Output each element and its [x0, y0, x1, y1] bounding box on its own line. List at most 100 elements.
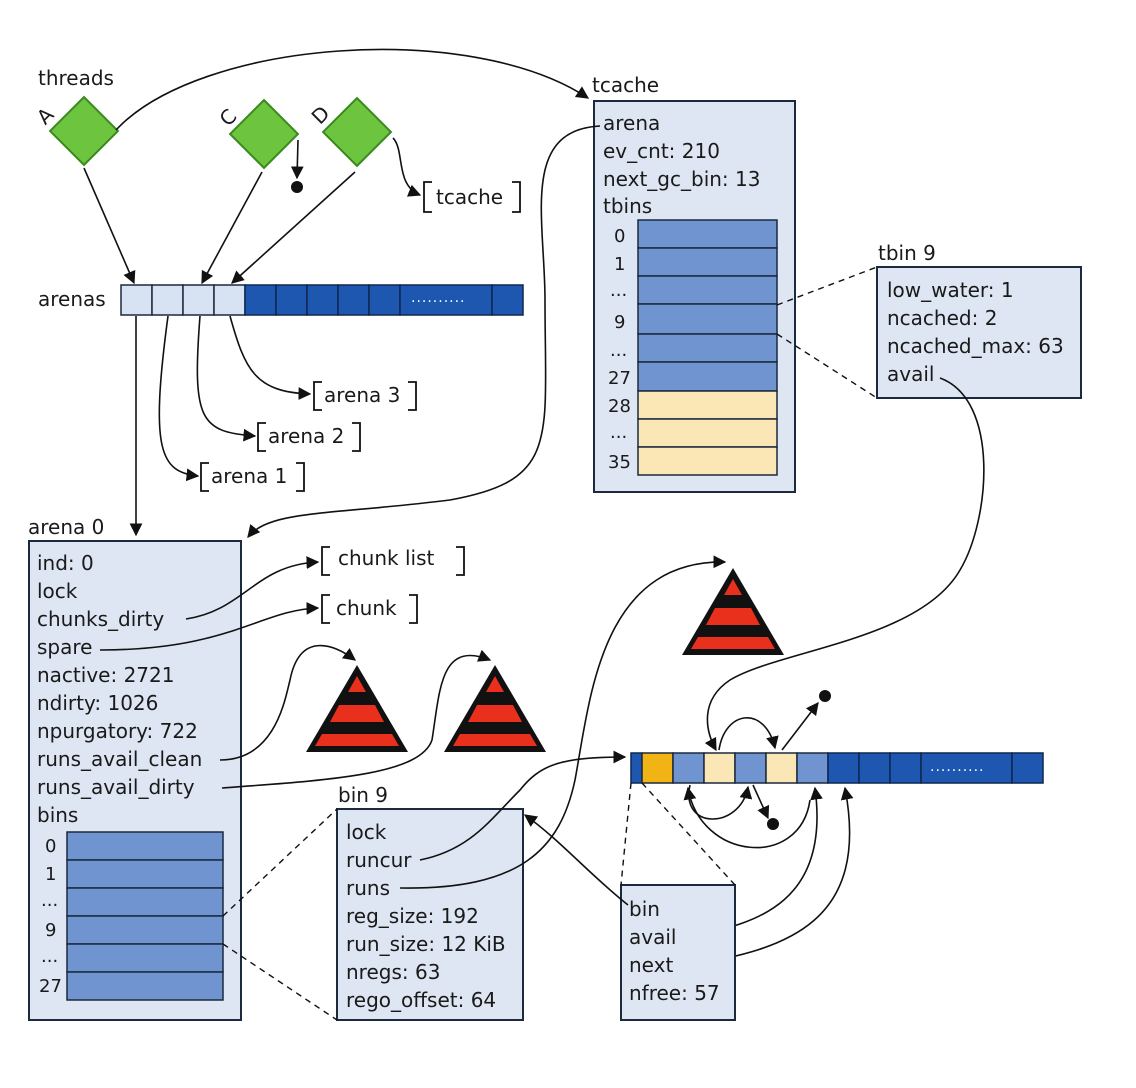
run-field-next: next: [629, 953, 673, 977]
thread-d-tcache-ref: tcache: [436, 185, 503, 209]
arenas-ellipsis: ..........: [411, 290, 466, 306]
run-bin-pointer-arrow: [523, 814, 629, 906]
thread-d-tcache-ref-bracket: [423, 181, 521, 213]
runs-avail-dirty-pointer-arrow: [221, 649, 492, 789]
tbin9-zoom-line-bottom: [776, 333, 878, 399]
bin9-field-reg-size: reg_size: 192: [346, 904, 479, 928]
tbin-index: 28: [608, 396, 631, 417]
chunk-list-ref: chunk list: [338, 546, 434, 570]
tcache-field-next-gc-bin: next_gc_bin: 13: [603, 167, 760, 191]
runs-pointer-arrow: [399, 555, 727, 889]
tcache-field-tbins: tbins: [603, 194, 652, 218]
bin-index: ...: [41, 946, 58, 967]
tbin9-field-ncached-max: ncached_max: 63: [887, 334, 1064, 358]
arena0-field-runs-avail-dirty: runs_avail_dirty: [37, 775, 195, 799]
arena2-ref: arena 2: [268, 424, 344, 448]
tbin9-field-low-water: low_water: 1: [887, 278, 1014, 302]
arena3-ref-bracket: [313, 381, 417, 411]
arena1-ref: arena 1: [211, 464, 287, 488]
thread-a: A: [32, 95, 120, 167]
run-zoom-line-right: [641, 782, 736, 886]
tbin-index: 27: [608, 368, 631, 389]
chunk-list-ref-bracket: [321, 546, 465, 576]
free-list-arrow-1: [718, 717, 779, 751]
run-regions-array: [630, 752, 1044, 784]
tbin9-title: tbin 9: [878, 241, 936, 265]
arena0-field-spare: spare: [37, 635, 92, 659]
threads-title: threads: [38, 66, 114, 90]
chunk-ref: chunk: [336, 596, 397, 620]
bin9-field-runcur: runcur: [346, 848, 412, 872]
thread-d-to-arena-arrow: [231, 171, 356, 284]
thread-c: C: [215, 98, 300, 170]
bin9-zoom-line-bottom: [222, 943, 338, 1021]
arenas-label: arenas: [38, 287, 106, 311]
arena0-field-chunks-dirty: chunks_dirty: [37, 607, 164, 631]
tcache-field-ev-cnt: ev_cnt: 210: [603, 139, 720, 163]
tbin-index: 9: [614, 312, 625, 333]
arena0-field-runs-avail-clean: runs_avail_clean: [37, 747, 202, 771]
arena0-field-nactive: nactive: 2721: [37, 663, 174, 687]
arena1-ref-bracket: [200, 462, 305, 492]
run-header-box: [620, 884, 736, 1021]
arena2-ref-arrow: [196, 315, 257, 442]
bin-index: ...: [41, 890, 58, 911]
tbin9-field-ncached: ncached: 2: [887, 306, 997, 330]
bin-index: 0: [45, 836, 56, 857]
tbin9-avail-pointer-arrow: [704, 377, 985, 752]
chunks-dirty-pointer-arrow: [185, 556, 320, 620]
bin9-field-nregs: nregs: 63: [346, 960, 440, 984]
tbin-index: ...: [610, 422, 627, 443]
bin9-field-runs: runs: [346, 876, 390, 900]
arena3-ref-arrow: [229, 315, 312, 400]
bin-runs-tree: [682, 568, 784, 655]
thread-a-diamond: [48, 95, 120, 167]
bin-index: 1: [45, 864, 56, 885]
spare-pointer-arrow: [99, 602, 320, 651]
arena2-ref-bracket: [257, 422, 361, 452]
runs-avail-clean-tree: [306, 665, 408, 752]
bin9-field-run-size: run_size: 12 KiB: [346, 932, 506, 956]
arena1-ref-arrow: [158, 315, 200, 482]
free-list-null-arrow: [781, 701, 819, 751]
thread-d: D: [307, 96, 393, 168]
thread-a-to-arena-arrow: [83, 167, 136, 285]
run-field-bin: bin: [629, 897, 660, 921]
thread-d-diamond: [321, 96, 393, 168]
run-region-null-dot: [767, 818, 779, 830]
tbin-index: ...: [610, 280, 627, 301]
runs-avail-clean-pointer-arrow: [219, 644, 357, 761]
bin9-field-rego-offset: rego_offset: 64: [346, 988, 496, 1012]
bin9-box: [336, 808, 524, 1021]
thread-a-to-tcache-arrow: [115, 48, 590, 131]
tbins-array: [637, 219, 778, 476]
bin-index: 9: [45, 920, 56, 941]
bin9-zoom-line-top: [222, 808, 338, 917]
bin-index: 27: [39, 976, 62, 997]
runs-avail-dirty-tree: [444, 665, 546, 752]
thread-d-to-tcache-ref-arrow: [392, 137, 422, 197]
tcache-field-arena: arena: [603, 111, 660, 135]
tcache-arena-pointer-arrow: [247, 125, 601, 538]
tcache-title: tcache: [592, 73, 659, 97]
tbin-index: 35: [608, 452, 631, 473]
thread-c-to-arena-arrow: [201, 171, 263, 285]
thread-c-null-arrow: [290, 139, 304, 180]
arena0-title: arena 0: [28, 515, 104, 539]
arena3-ref: arena 3: [324, 383, 400, 407]
arena0-field-bins: bins: [37, 803, 78, 827]
arena0-field-ind: ind: 0: [37, 551, 94, 575]
tbin9-box: [876, 266, 1082, 399]
arena0-field-npurgatory: npurgatory: 722: [37, 719, 198, 743]
thread-c-null-dot: [291, 181, 303, 193]
run-region-link-arrow-2: [752, 784, 770, 820]
bin9-title: bin 9: [338, 783, 388, 807]
arena0-field-lock: lock: [37, 579, 78, 603]
thread-c-diamond: [228, 98, 300, 170]
arenas-array: [120, 284, 524, 316]
run-ellipsis: ..........: [930, 759, 985, 775]
run-lower-arc-arrow: [683, 786, 811, 849]
bin9-field-lock: lock: [346, 820, 387, 844]
tbin-index: ...: [610, 340, 627, 361]
runcur-pointer-arrow: [419, 750, 627, 861]
